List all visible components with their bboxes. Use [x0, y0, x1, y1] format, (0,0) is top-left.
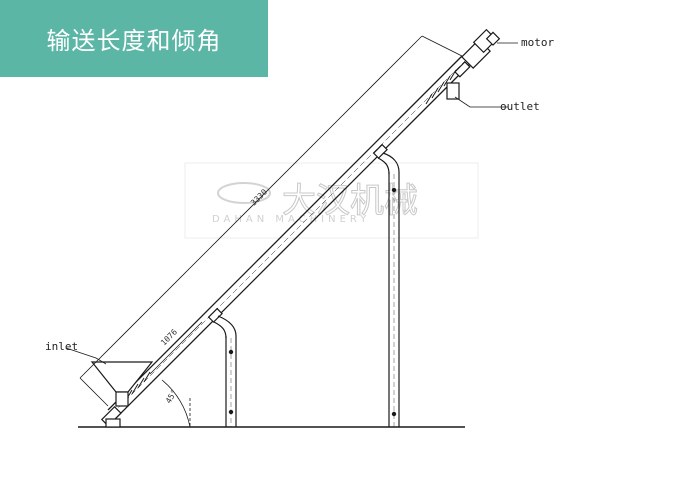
title-text: 输送长度和倾角 — [46, 27, 222, 55]
outlet-chute — [446, 82, 460, 100]
watermark-latin: DAHAN MACHINERY — [212, 214, 370, 225]
angle-indicator — [161, 379, 191, 428]
conveyor-tube — [107, 55, 471, 419]
watermark: 大汉机械 DAHAN MACHINERY — [184, 162, 479, 239]
title-badge: 输送长度和倾角 — [0, 0, 268, 77]
screw-flights-upper — [425, 69, 457, 105]
support-leg-short — [213, 315, 237, 427]
length-dimension — [79, 35, 463, 407]
leader-lines — [65, 42, 518, 365]
outlet-label: outlet — [500, 100, 540, 113]
motor-label: motor — [521, 36, 554, 49]
inlet-label: inlet — [45, 340, 78, 353]
tube-flanges — [207, 61, 471, 323]
support-leg-tall — [377, 152, 400, 427]
watermark-brand: 大汉机械 — [282, 181, 418, 221]
section-dimension — [149, 321, 203, 375]
inlet-hopper — [90, 361, 154, 407]
motor-unit — [461, 28, 501, 69]
angle-value: 45° — [164, 388, 179, 405]
watermark-logo-icon — [217, 182, 271, 204]
base-block — [100, 405, 122, 428]
section-value: 1076 — [159, 327, 179, 347]
